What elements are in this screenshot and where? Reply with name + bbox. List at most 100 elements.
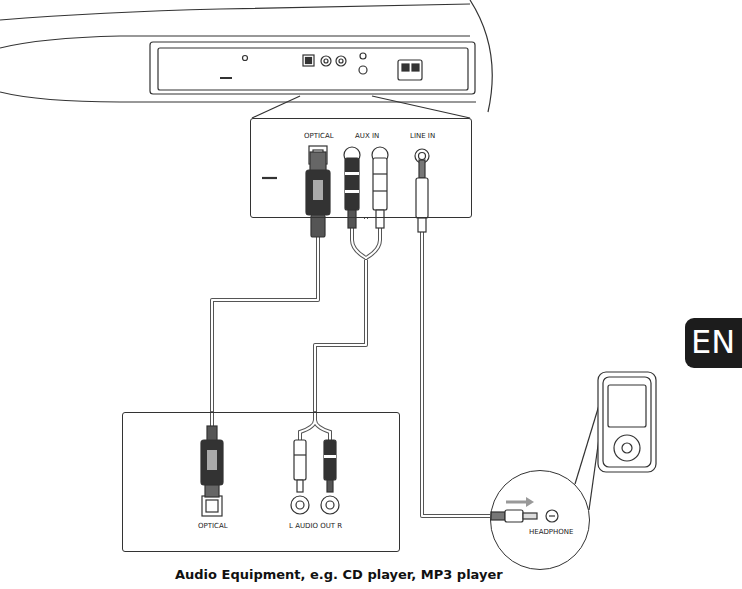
jack-plug [416, 160, 428, 232]
equipment-plugs [327, 480, 333, 492]
cable-core [315, 218, 366, 412]
equipment-plugs [297, 480, 303, 492]
rca-wire [352, 226, 380, 258]
equipment-plugs [207, 426, 217, 441]
audio-equipment-box: OPTICAL L AUDIO OUT R [122, 412, 400, 552]
equipment-plugs [324, 440, 336, 480]
device-rear [324, 59, 328, 63]
cable-core [212, 218, 318, 412]
port-label: OPTICAL [304, 133, 334, 141]
port-label: L AUDIO OUT R [289, 523, 342, 531]
mp3-player [598, 372, 656, 472]
equipment-ports [206, 500, 218, 512]
mp3-player [598, 372, 656, 472]
equipment-plugs [294, 454, 306, 455]
device-rear [402, 64, 409, 71]
rca-plug [376, 210, 384, 228]
equipment-plugs [201, 440, 223, 485]
equipment-ports [326, 501, 334, 509]
equipment-plugs [294, 440, 306, 480]
equipment-ports [202, 496, 222, 516]
rca-wire [352, 226, 366, 258]
headphone-detail [491, 497, 558, 522]
mp3-player [608, 385, 646, 427]
rca-plug [348, 210, 356, 228]
cable-core [422, 218, 490, 516]
caption: Audio Equipment, e.g. CD player, MP3 pla… [175, 567, 503, 582]
rca-plug [373, 190, 387, 191]
headphone-detail [505, 510, 523, 522]
rca-wire [352, 226, 366, 258]
device-rear [150, 42, 475, 94]
cable-outline [422, 218, 490, 516]
device-rear [412, 64, 419, 71]
device-rear [359, 66, 367, 74]
audio-cable [422, 218, 490, 516]
optical-plug [310, 152, 326, 172]
language-tab: EN [685, 318, 742, 368]
equipment-wire [300, 413, 330, 442]
device-rear [0, 0, 492, 112]
headphone-detail [549, 515, 555, 516]
port-label: HEADPHONE [529, 529, 574, 537]
panel-ports [262, 177, 277, 179]
equipment-plugs [207, 450, 217, 470]
device-rear [398, 60, 422, 80]
port-label: AUX IN [355, 133, 379, 141]
device-rear [321, 56, 331, 66]
connector-panel: OPTICAL AUX IN LINE IN [250, 118, 472, 218]
equipment-ports [321, 496, 339, 514]
equipment-plugs [205, 485, 219, 497]
headphone-detail [506, 501, 526, 504]
cable-outline [315, 218, 366, 412]
cable-outline [212, 218, 318, 412]
headphone-detail [523, 513, 537, 519]
device-rear [158, 48, 468, 90]
device-rear [336, 56, 346, 66]
audio-cable [212, 218, 318, 412]
panel-ports [419, 153, 426, 160]
zoom-line [372, 96, 470, 118]
zoom-line [252, 96, 300, 118]
mp3-player [614, 435, 640, 461]
port-label: OPTICAL [198, 523, 228, 531]
equipment-wire [300, 413, 330, 442]
equipment-wire [212, 413, 330, 442]
device-rear [0, 4, 470, 20]
leader-line [575, 402, 601, 510]
jack-plug [416, 178, 428, 218]
rca-plug [373, 158, 387, 210]
device-rear [306, 58, 312, 64]
equipment-plugs [324, 455, 336, 458]
rca-plug [345, 172, 359, 175]
rca-wire [366, 226, 380, 258]
optical-plug [313, 180, 323, 200]
jack-plug [418, 218, 426, 232]
headphone-detail [526, 497, 534, 507]
rca-plug [345, 190, 359, 193]
rca-plug [373, 173, 387, 174]
device-rear [360, 53, 366, 59]
device-rear [243, 56, 248, 61]
zoom-line [252, 96, 470, 118]
language-code: EN [691, 325, 735, 360]
equipment-ports [296, 501, 304, 509]
equipment-ports [291, 496, 309, 514]
audio-cable [315, 218, 366, 412]
optical-plug [306, 152, 330, 237]
equipment-ports [202, 496, 339, 516]
headphone-detail [546, 510, 558, 522]
device-rear [303, 55, 314, 66]
headphone-detail [491, 512, 505, 520]
rca-wire [366, 226, 380, 258]
device-rear [220, 77, 232, 79]
jack-plug [419, 160, 425, 178]
rca-plug [345, 158, 359, 210]
device-rear [339, 59, 343, 63]
leader-line [575, 402, 600, 484]
port-label: LINE IN [410, 133, 435, 141]
mp3-player [603, 377, 651, 467]
equipment-plugs [201, 426, 336, 497]
